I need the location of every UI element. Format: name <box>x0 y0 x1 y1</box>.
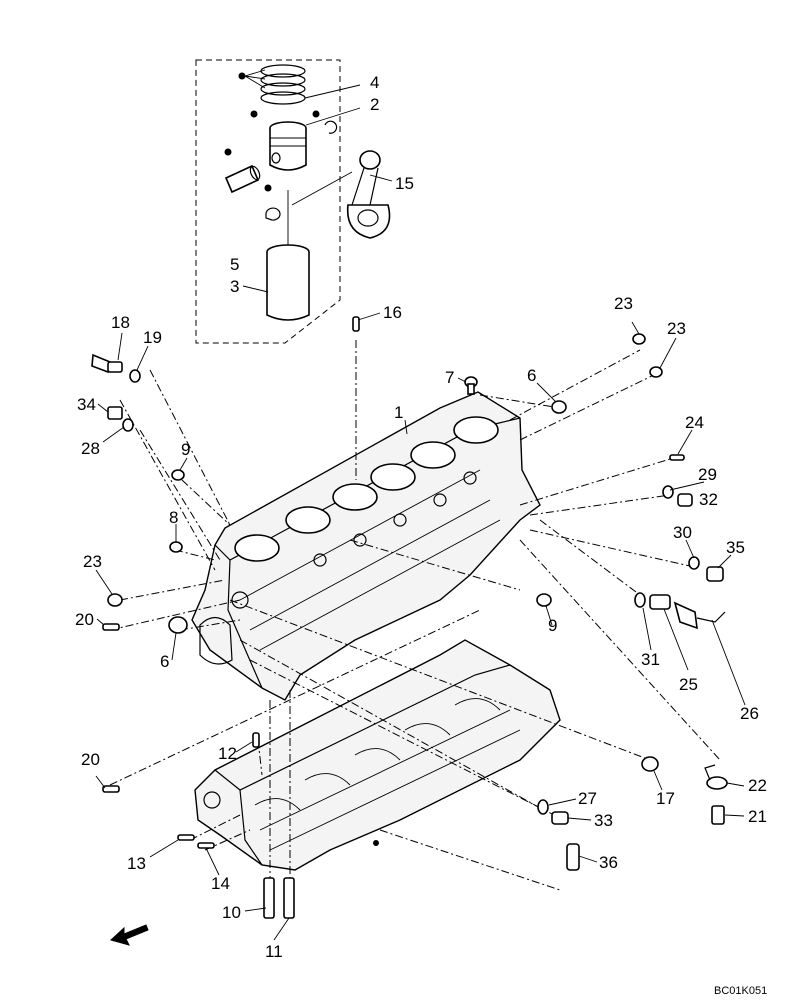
callout-19: 19 <box>143 328 162 347</box>
piston-pin <box>224 164 261 194</box>
callout-21: 21 <box>748 807 767 826</box>
callout-18: 18 <box>111 313 130 332</box>
callout-24: 24 <box>685 413 704 432</box>
callout-35: 35 <box>726 538 745 557</box>
callout-6-left: 6 <box>160 652 169 671</box>
callout-4: 4 <box>370 73 379 92</box>
callout-33: 33 <box>594 811 613 830</box>
callout-20-lower: 20 <box>81 750 100 769</box>
front-direction-arrow-icon <box>110 924 149 946</box>
piston-circlip <box>324 120 338 134</box>
callout-27: 27 <box>578 789 597 808</box>
callout-36: 36 <box>599 853 618 872</box>
callout-34: 34 <box>77 395 96 414</box>
callout-2: 2 <box>370 95 379 114</box>
callout-30: 30 <box>673 523 692 542</box>
callout-17: 17 <box>656 789 675 808</box>
callout-31: 31 <box>641 650 660 669</box>
callout-22: 22 <box>748 776 767 795</box>
piston-rings <box>260 64 306 105</box>
crankcase-lower-block <box>194 639 561 871</box>
piston-kit-boundary <box>195 59 341 344</box>
callout-13: 13 <box>127 854 146 873</box>
callout-5: 5 <box>230 255 239 274</box>
callout-32: 32 <box>699 490 718 509</box>
piston <box>269 121 307 171</box>
cylinder-block <box>191 391 541 701</box>
leader-lines <box>95 312 746 941</box>
callout-25: 25 <box>679 675 698 694</box>
callout-7: 7 <box>445 368 454 387</box>
callout-16: 16 <box>383 303 402 322</box>
callout-1: 1 <box>394 403 403 422</box>
callout-11: 11 <box>265 942 283 961</box>
callout-6-top: 6 <box>527 366 536 385</box>
callout-23-top: 23 <box>614 294 633 313</box>
assembly-centerlines <box>109 340 721 891</box>
callout-20-upper: 20 <box>75 610 94 629</box>
callout-labels: 4 2 15 5 3 16 23 23 18 19 7 6 34 1 28 24… <box>75 73 767 961</box>
callout-29: 29 <box>698 465 717 484</box>
callout-10: 10 <box>222 903 241 922</box>
callout-26: 26 <box>740 704 759 723</box>
drawing-code: BC01K051 <box>714 985 767 997</box>
small-circlip <box>265 207 281 221</box>
callout-8: 8 <box>169 508 178 527</box>
callout-28: 28 <box>81 439 100 458</box>
kit-marker-dots <box>224 69 379 846</box>
small-parts <box>91 316 728 919</box>
connecting-rod <box>291 150 391 239</box>
callout-14: 14 <box>211 874 230 893</box>
callout-9-right: 9 <box>548 616 557 635</box>
callout-3: 3 <box>230 277 239 296</box>
callout-23-right: 23 <box>667 319 686 338</box>
callout-15: 15 <box>395 174 414 193</box>
callout-9-left: 9 <box>181 440 190 459</box>
cylinder-liner <box>266 190 310 321</box>
callout-23-left: 23 <box>83 552 102 571</box>
callout-12: 12 <box>218 744 237 763</box>
